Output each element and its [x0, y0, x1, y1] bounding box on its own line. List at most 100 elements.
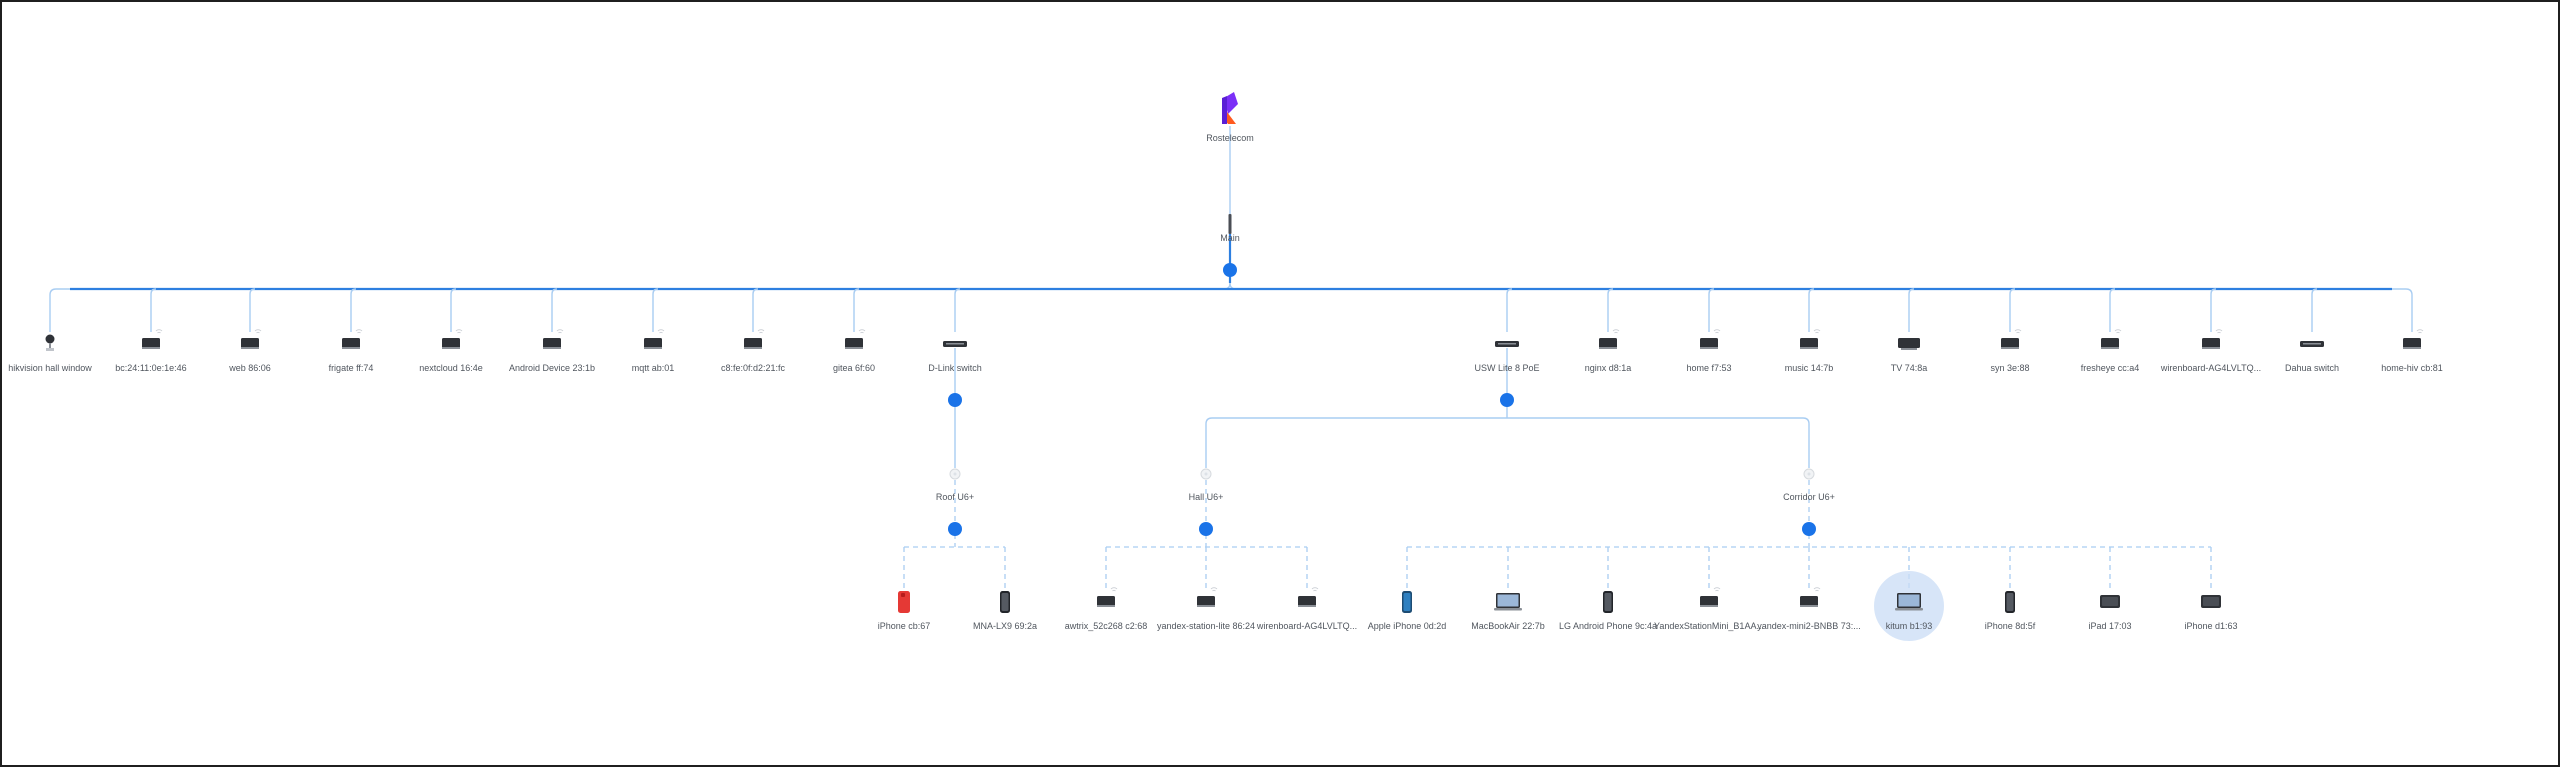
access-point-hub-toggle-roof-u6[interactable] [948, 522, 962, 536]
device-android-device-23-1b[interactable]: Android Device 23:1b [509, 329, 595, 373]
client-lg-android-phone-9c-4a[interactable]: LG Android Phone 9c:4a [1559, 591, 1657, 631]
client-yandexstationmini-b1aa[interactable]: YandexStationMini_B1AA... [1654, 587, 1764, 631]
link-tier1 [249, 288, 256, 332]
client-mna-lx9-69-2a[interactable]: MNA-LX9 69:2a [973, 591, 1037, 631]
device-hikvision-hall-window[interactable]: hikvision hall window [8, 334, 92, 374]
device-label: nextcloud 16:4e [419, 363, 483, 373]
device-label: home f7:53 [1686, 363, 1731, 373]
device-web-86-06[interactable]: web 86:06 [228, 329, 271, 373]
client-label: yandex-station-lite 86:24 [1157, 621, 1255, 631]
gateway-hub-toggle[interactable] [1223, 263, 1237, 277]
link-tier1 [954, 288, 961, 332]
device-c8-fe-0f-d2-21-fc[interactable]: c8:fe:0f:d2:21:fc [721, 329, 786, 373]
link-tier1 [853, 288, 860, 332]
device-fresheye-cc-a4[interactable]: fresheye cc:a4 [2081, 329, 2140, 373]
gateway-label: Main [1220, 233, 1240, 243]
device-label: mqtt ab:01 [632, 363, 675, 373]
dlink-switch-hub-toggle[interactable] [948, 393, 962, 407]
server-icon [1298, 587, 1319, 607]
device-home-f7-53[interactable]: home f7:53 [1686, 329, 1732, 373]
client-iphone-8d-5f[interactable]: iPhone 8d:5f [1985, 591, 2036, 631]
client-label: MacBookAir 22:7b [1471, 621, 1545, 631]
server-icon [2101, 329, 2122, 349]
server-icon [2001, 329, 2022, 349]
device-dahua-switch[interactable]: Dahua switch [2285, 341, 2339, 373]
device-nextcloud-16-4e[interactable]: nextcloud 16:4e [419, 329, 483, 373]
device-mqtt-ab-01[interactable]: mqtt ab:01 [632, 329, 675, 373]
root-label: Rostelecom [1206, 133, 1254, 143]
tv-icon [1898, 338, 1920, 350]
device-gitea-6f-60[interactable]: gitea 6f:60 [833, 329, 875, 373]
root-rostelecom[interactable]: Rostelecom [1206, 92, 1254, 143]
logo-shape [1224, 92, 1238, 114]
client-label: iPad 17:03 [2088, 621, 2131, 631]
access-point-corridor-u6[interactable]: Corridor U6+ [1783, 468, 1835, 502]
rostelecom-logo-icon [1222, 92, 1238, 124]
device-label: hikvision hall window [8, 363, 92, 373]
gateway-shape [1228, 214, 1232, 234]
server-icon [2202, 329, 2223, 349]
client-label: iPhone d1:63 [2184, 621, 2237, 631]
client-iphone-cb-67[interactable]: iPhone cb:67 [878, 591, 931, 631]
client-iphone-d1-63[interactable]: iPhone d1:63 [2184, 595, 2238, 631]
device-wirenboard-ag4lvltq[interactable]: wirenboard-AG4LVLTQ... [2160, 329, 2261, 373]
client-label: Apple iPhone 0d:2d [1368, 621, 1447, 631]
link-bus-right [1229, 282, 2413, 332]
access-point-icon [1803, 468, 1815, 480]
access-point-label: Roof U6+ [936, 492, 974, 502]
tablet-icon [2100, 595, 2120, 608]
client-label: LG Android Phone 9c:4a [1559, 621, 1657, 631]
link-usw-aps [1205, 417, 1810, 468]
link-tier1 [1808, 288, 1815, 332]
device-bc-24-11-0e-1e-46[interactable]: bc:24:11:0e:1e:46 [115, 329, 187, 373]
server-icon [1700, 587, 1721, 607]
device-label: D-Link switch [928, 363, 982, 373]
server-icon [1800, 587, 1821, 607]
access-point-roof-u6[interactable]: Roof U6+ [936, 468, 974, 502]
device-label: Dahua switch [2285, 363, 2339, 373]
link-tier1 [752, 288, 759, 332]
device-nginx-d8-1a[interactable]: nginx d8:1a [1585, 329, 1632, 373]
access-point-icon [949, 468, 961, 480]
device-tv-74-8a[interactable]: TV 74:8a [1891, 338, 1928, 373]
client-label: kitum b1:93 [1886, 621, 1933, 631]
device-label: bc:24:11:0e:1e:46 [115, 363, 186, 373]
client-yandex-mini2-bnbb-73[interactable]: yandex-mini2-BNBB 73:... [1757, 587, 1861, 631]
client-awtrix-52c268-c2-68[interactable]: awtrix_52c268 c2:68 [1065, 587, 1148, 631]
server-icon [644, 329, 665, 349]
link-tier1 [2311, 288, 2318, 332]
client-label: wirenboard-AG4LVLTQ... [1256, 621, 1357, 631]
iphone-blue-icon [1402, 591, 1412, 613]
client-kitum-b1-93[interactable]: kitum b1:93 [1874, 571, 1944, 641]
client-yandex-station-lite-86-24[interactable]: yandex-station-lite 86:24 [1157, 587, 1255, 631]
client-label: iPhone 8d:5f [1985, 621, 2036, 631]
device-label: home-hiv cb:81 [2381, 363, 2443, 373]
client-ipad-17-03[interactable]: iPad 17:03 [2088, 595, 2132, 631]
link-tier1 [551, 288, 558, 332]
access-point-hub-toggle-hall-u6[interactable] [1199, 522, 1213, 536]
client-wirenboard-ag4lvltq[interactable]: wirenboard-AG4LVLTQ... [1256, 587, 1357, 631]
camera-icon [45, 334, 55, 351]
access-point-hall-u6[interactable]: Hall U6+ [1189, 468, 1224, 502]
client-label: MNA-LX9 69:2a [973, 621, 1037, 631]
switch-icon [943, 341, 967, 347]
link-tier1 [150, 288, 157, 332]
device-label: frigate ff:74 [329, 363, 374, 373]
device-usw-lite-8-poe[interactable]: USW Lite 8 PoE [1474, 341, 1540, 373]
switch-icon [2300, 341, 2324, 347]
device-label: gitea 6f:60 [833, 363, 875, 373]
device-d-link-switch[interactable]: D-Link switch [928, 341, 982, 373]
device-syn-3e-88[interactable]: syn 3e:88 [1990, 329, 2030, 373]
client-apple-iphone-0d-2d[interactable]: Apple iPhone 0d:2d [1368, 591, 1447, 631]
usw-switch-hub-toggle[interactable] [1500, 393, 1514, 407]
logo-shape [1222, 96, 1227, 124]
device-music-14-7b[interactable]: music 14:7b [1785, 329, 1834, 373]
gateway-main[interactable]: Main [1220, 214, 1240, 243]
device-home-hiv-cb-81[interactable]: home-hiv cb:81 [2381, 329, 2443, 373]
device-frigate-ff-74[interactable]: frigate ff:74 [329, 329, 374, 373]
access-point-hub-toggle-corridor-u6[interactable] [1802, 522, 1816, 536]
client-macbookair-22-7b[interactable]: MacBookAir 22:7b [1471, 593, 1545, 631]
